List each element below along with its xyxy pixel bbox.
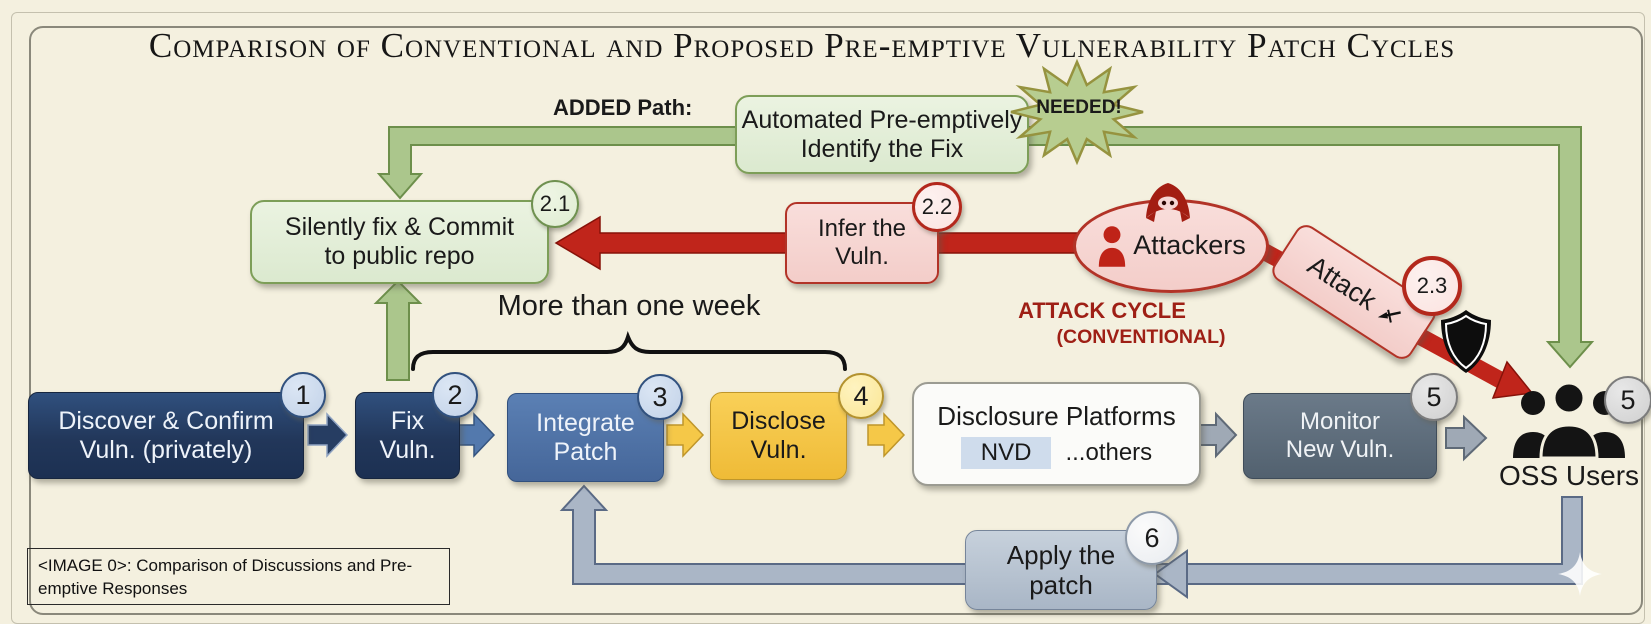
flow-arrow-monitor-to-oss	[1445, 414, 1488, 462]
needed-label: NEEDED!	[1036, 97, 1122, 118]
disclosure-platforms-row: NVD ...others	[960, 437, 1153, 469]
integrate-line2: Patch	[553, 437, 618, 466]
monitor-new-vuln-box: Monitor New Vuln.	[1243, 393, 1437, 479]
sparkle-icon	[1558, 552, 1602, 596]
attackers-ellipse: Attackers	[1073, 199, 1269, 293]
red-attackers-to-infer-line	[924, 232, 1086, 254]
flow-arrow-fix-to-integrate	[457, 412, 496, 458]
flow-arrow-discover-to-fix	[307, 412, 349, 458]
apply-line2: patch	[1029, 570, 1093, 600]
oss-users-label: OSS Users	[1498, 460, 1640, 491]
badge-step-2-3: 2.3	[1402, 256, 1462, 316]
green-added-path-right-arrow	[1022, 126, 1595, 369]
page-title: Comparison of Conventional and Proposed …	[148, 26, 1456, 65]
silently-line1: Silently fix & Commit	[284, 213, 515, 241]
badge-step-2-2: 2.2	[912, 182, 962, 232]
badge-step-2-1: 2.1	[531, 180, 579, 228]
disclosure-platforms-box: Disclosure Platforms NVD ...others	[912, 382, 1201, 486]
attack-box: Attack	[1267, 220, 1441, 364]
silently-line2: to public repo	[324, 242, 475, 270]
badge-step-5-oss: 5	[1604, 376, 1651, 424]
attack-cycle-sublabel: (CONVENTIONAL)	[1056, 326, 1226, 348]
shield-icon	[1441, 310, 1491, 373]
badge-step-2: 2	[432, 372, 478, 418]
shield-icon-inner-line	[1444, 314, 1488, 370]
fix-line1: Fix	[390, 406, 425, 435]
green-fix-to-silently-arrow	[373, 279, 423, 381]
others-label: ...others	[1065, 439, 1153, 467]
badge-step-1: 1	[280, 372, 326, 418]
attacker-person-icon	[1099, 226, 1126, 267]
integrate-line1: Integrate	[536, 408, 635, 437]
discover-confirm-box: Discover & Confirm Vuln. (privately)	[28, 392, 304, 479]
attack-dagger-icon	[1377, 309, 1401, 323]
badge-step-3: 3	[637, 374, 683, 420]
infer-line2: Vuln.	[835, 243, 889, 270]
green-added-path-left-arrow	[376, 126, 746, 200]
automated-preemptive-box: Automated Pre-emptively Identify the Fix	[735, 95, 1029, 174]
flow-arrow-integrate-to-disclose	[666, 412, 705, 458]
flow-arrow-platforms-to-monitor	[1199, 411, 1238, 459]
badge-step-6: 6	[1125, 511, 1179, 565]
discover-line1: Discover & Confirm	[58, 406, 274, 435]
discover-line2: Vuln. (privately)	[79, 435, 253, 464]
automated-line2: Identify the Fix	[800, 134, 964, 163]
attackers-label: Attackers	[1133, 230, 1246, 261]
disclose-line2: Vuln.	[750, 436, 807, 464]
red-attack-arrowhead	[1491, 360, 1534, 399]
oss-users-icon	[1513, 381, 1625, 460]
attack-cycle-label: ATTACK CYCLE	[1018, 298, 1186, 323]
brace-more-than-one-week	[411, 330, 847, 371]
disclose-line1: Disclose	[731, 407, 826, 435]
flow-arrow-disclose-to-platforms	[867, 412, 906, 458]
duration-label: More than one week	[497, 290, 761, 322]
nvd-chip: NVD	[960, 437, 1052, 469]
automated-line1: Automated Pre-emptively	[741, 105, 1023, 134]
badge-step-4: 4	[838, 373, 884, 419]
monitor-line2: New Vuln.	[1285, 436, 1395, 463]
disclosure-platforms-title: Disclosure Platforms	[937, 401, 1176, 431]
hacker-hood-icon	[1146, 183, 1190, 222]
gray-apply-arrowhead	[1153, 549, 1188, 599]
red-infer-to-silently-arrow	[554, 215, 791, 271]
fix-line2: Vuln.	[379, 435, 436, 464]
apply-line1: Apply the	[1006, 539, 1116, 570]
added-path-label: ADDED Path:	[553, 95, 693, 120]
infer-line1: Infer the	[817, 215, 907, 243]
badge-step-5-monitor: 5	[1410, 373, 1458, 421]
silently-fix-box: Silently fix & Commit to public repo	[250, 200, 549, 284]
diagram-frame	[29, 26, 1643, 615]
integrate-patch-box: Integrate Patch	[507, 393, 664, 482]
disclose-vuln-box: Disclose Vuln.	[710, 392, 847, 480]
figure-caption: <IMAGE 0>: Comparison of Discussions and…	[27, 548, 450, 605]
monitor-line1: Monitor	[1299, 408, 1381, 436]
